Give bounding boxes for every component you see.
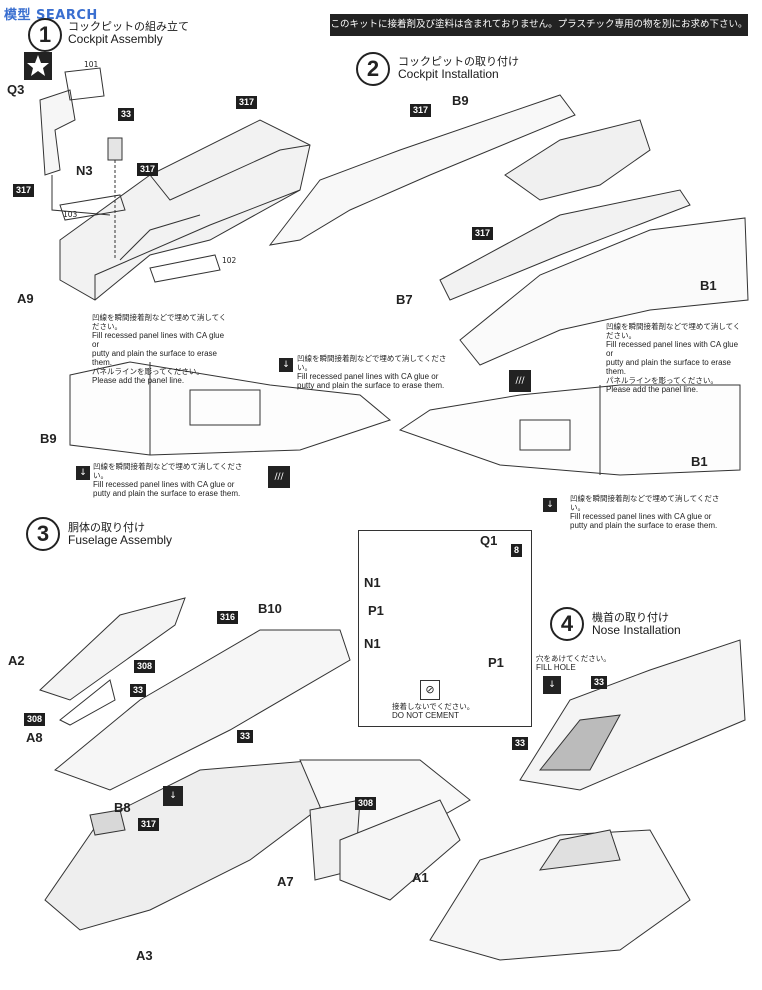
part-label-p1-a: P1 [368, 603, 384, 618]
part-label-q3: Q3 [7, 82, 25, 97]
part-label-a9: A9 [17, 291, 34, 306]
scribe-icon: /// [509, 370, 531, 392]
seat-q3-drawing [39, 89, 76, 176]
part-label-b7: B7 [396, 292, 413, 307]
paint-badge: 33 [118, 108, 135, 121]
part-label-n1-a: N1 [364, 575, 381, 590]
part-label-b9-top: B9 [452, 93, 469, 108]
paint-badge: 317 [137, 163, 159, 176]
part-label-a8: A8 [26, 730, 43, 745]
part-label-a7: A7 [277, 874, 294, 889]
part-label-p1-b: P1 [488, 655, 504, 670]
step-3-title-jp: 胴体の取り付け [68, 521, 145, 534]
part-label-a1: A1 [412, 870, 429, 885]
step-2-number: 2 [356, 52, 390, 86]
no-glue-icon: ⊘ [420, 680, 440, 700]
step-3-title-en: Fuselage Assembly [68, 533, 173, 547]
no-cement-note: 接着しないでください。 DO NOT CEMENT [392, 702, 475, 720]
part-label-b1-top: B1 [700, 278, 717, 293]
paint-badge: 33 [130, 684, 147, 697]
detail-inset-box [358, 530, 532, 727]
step-4-number: 4 [550, 607, 584, 641]
nose-install-drawing [429, 639, 746, 961]
part-label-q1: Q1 [480, 533, 498, 548]
step-1-title-jp: コックピットの組み立て [68, 20, 189, 33]
paint-badge: 317 [410, 104, 432, 117]
part-label-n3: N3 [76, 163, 93, 178]
paint-badge: 317 [13, 184, 35, 197]
notice-banner: このキットに接着剤及び塗料は含まれておりません。プラスチック専用の物を別にお求め… [330, 14, 748, 36]
paint-badge: 317 [472, 227, 494, 240]
decal-number: 102 [222, 256, 237, 265]
paint-badge: 317 [236, 96, 258, 109]
part-label-b9-side: B9 [40, 431, 57, 446]
paint-badge: 308 [134, 660, 156, 673]
step-1-number: 1 [28, 18, 62, 52]
decal-number: 103 [63, 210, 78, 219]
stick-n3-drawing [107, 137, 123, 161]
part-label-b8: B8 [114, 800, 131, 815]
cockpit-tub-drawing [59, 119, 311, 301]
fill-note-5: 凹線を瞬間接着剤などで埋めて消してください。 Fill recessed pan… [570, 494, 720, 530]
step-4-title-jp: 機首の取り付け [592, 611, 669, 624]
paint-badge: 316 [217, 611, 239, 624]
drill-icon: ↓ [76, 466, 90, 480]
nose-right-drawing [398, 384, 741, 476]
part-label-n1-b: N1 [364, 636, 381, 651]
paint-badge: 33 [591, 676, 608, 689]
part-label-b10: B10 [258, 601, 282, 616]
step-2-title-jp: コックピットの取り付け [398, 55, 519, 68]
drill-icon: ↓ [163, 786, 183, 806]
part-label-a2: A2 [8, 653, 25, 668]
drill-icon: ↓ [279, 358, 293, 372]
step-1-title-en: Cockpit Assembly [68, 32, 163, 46]
step-2-title-en: Cockpit Installation [398, 67, 499, 81]
paint-badge: 308 [24, 713, 46, 726]
drill-icon: ↓ [543, 676, 561, 694]
fill-note-1: 凹線を瞬間接着剤などで埋めて消してください。 Fill recessed pan… [92, 313, 227, 385]
paint-badge: 317 [138, 818, 160, 831]
fill-note-3: 凹線を瞬間接着剤などで埋めて消してください。 Fill recessed pan… [606, 322, 741, 394]
fill-hole-note: 穴をあけてください。 FILL HOLE [536, 654, 611, 672]
step-4-title-en: Nose Installation [592, 623, 681, 637]
cockpit-side-drawing [268, 94, 749, 366]
scribe-icon: /// [268, 466, 290, 488]
fuselage-drawing [39, 597, 471, 931]
paint-badge: 308 [355, 797, 377, 810]
paint-badge: 8 [511, 544, 523, 557]
drill-icon: ↓ [543, 498, 557, 512]
nose-left-drawing [69, 361, 392, 456]
watermark-logo: 模型 SEARCH [4, 8, 98, 23]
part-label-b1-side: B1 [691, 454, 708, 469]
part-label-a3: A3 [136, 948, 153, 963]
decal-number: 101 [84, 60, 99, 69]
star-icon [24, 52, 52, 80]
fill-note-2: 凹線を瞬間接着剤などで埋めて消してください。 Fill recessed pan… [297, 354, 447, 390]
fill-note-4: 凹線を瞬間接着剤などで埋めて消してください。 Fill recessed pan… [93, 462, 243, 498]
step-3-number: 3 [26, 517, 60, 551]
paint-badge: 33 [237, 730, 254, 743]
paint-badge: 33 [512, 737, 529, 750]
